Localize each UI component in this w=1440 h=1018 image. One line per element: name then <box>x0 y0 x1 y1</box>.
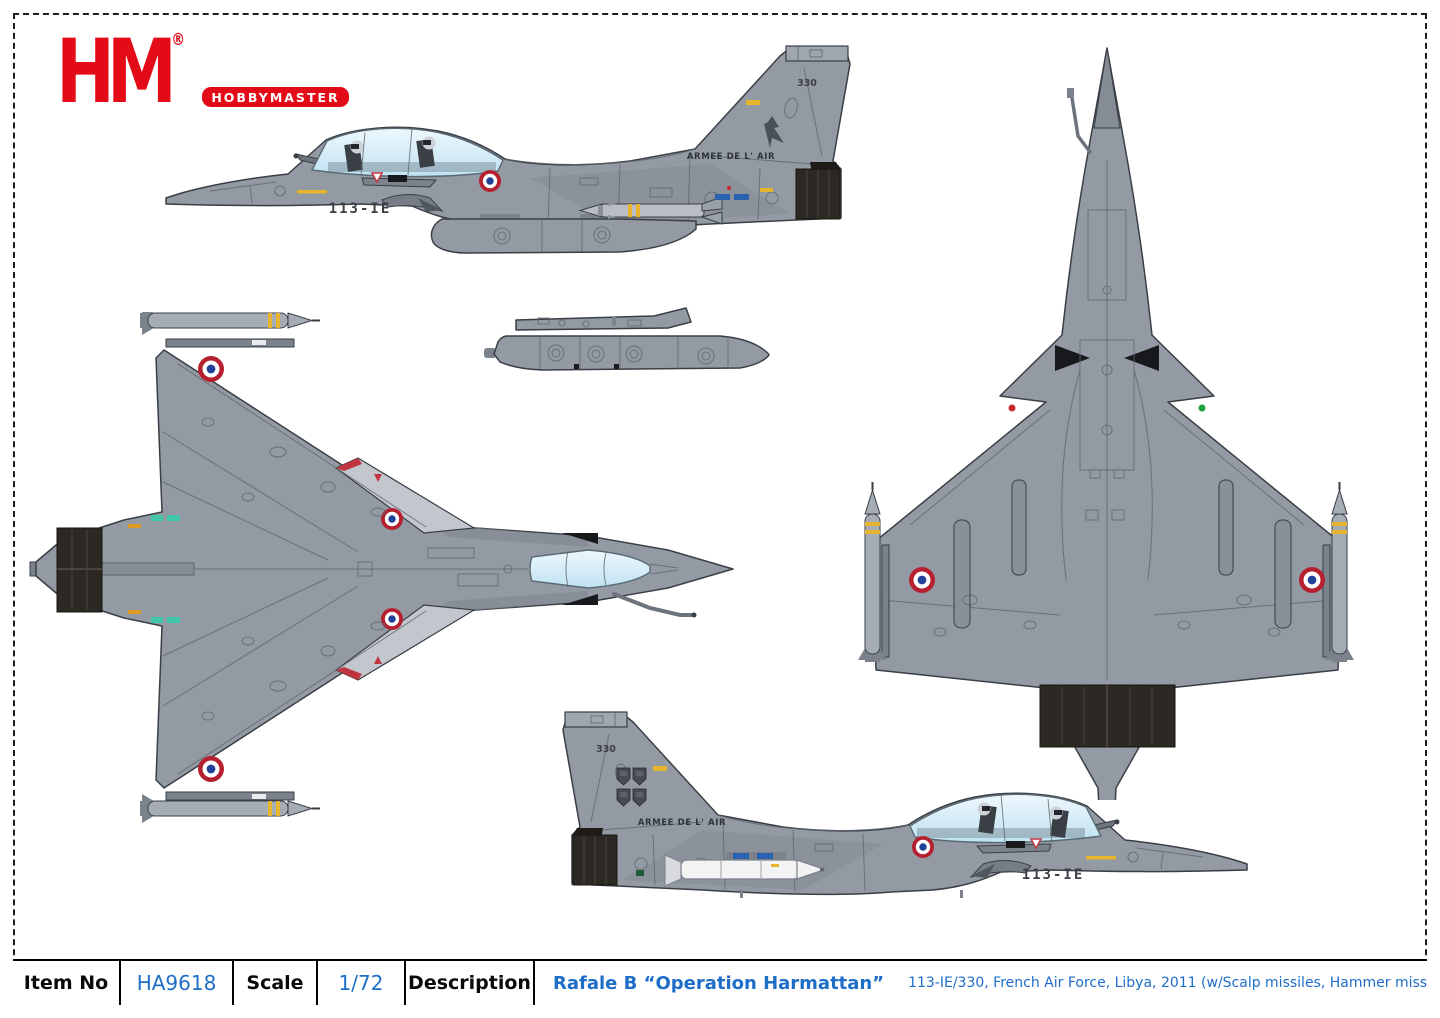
description-value: Rafale B “Operation Harmattan” 113-IE/33… <box>535 961 1427 1005</box>
hobbymaster-logo: HM® HOBBYMASTER <box>56 20 349 123</box>
description-label: Description <box>406 961 535 1005</box>
scalp-missile-view <box>484 307 770 371</box>
service-titles: ARMEE DE L' AIR <box>638 818 726 828</box>
hammer-missile <box>664 852 827 887</box>
pylon-stripe <box>715 194 730 200</box>
side-profile-right-view: 330 ARMEE DE L' AIR 113-IE <box>521 694 1266 939</box>
pylon-stripe <box>734 194 749 200</box>
logo-wordmark: HOBBYMASTER <box>202 87 349 107</box>
logo-monogram: HM® <box>56 20 185 123</box>
nav-light-green <box>1198 404 1206 412</box>
info-table: Item No HA9618 Scale 1/72 Description Ra… <box>13 959 1427 1005</box>
canopy-top <box>529 549 679 589</box>
registered-mark-icon: ® <box>171 30 185 50</box>
tail-emblem <box>764 116 784 148</box>
wing-pylon <box>953 519 971 629</box>
side-profile-left-view: 330 ARMEE DE L' AIR 113-IE <box>150 28 890 254</box>
aircraft-code: 113-IE <box>1022 867 1085 883</box>
wing-pylon <box>1274 519 1292 629</box>
scale-value: 1/72 <box>318 961 406 1005</box>
engine-exhausts <box>1039 684 1176 748</box>
aircraft-code: 113-IE <box>329 201 392 217</box>
engine-exhausts <box>56 527 103 613</box>
top-planform-view <box>29 312 734 824</box>
wing-pylon <box>1218 479 1234 576</box>
scale-label: Scale <box>234 961 318 1005</box>
gbu-12-bomb <box>578 196 723 225</box>
description-name: Rafale B “Operation Harmattan” <box>553 972 885 994</box>
formation-light <box>636 870 644 876</box>
drop-tank <box>430 214 697 254</box>
scalp-missile <box>484 307 770 371</box>
nav-light-red <box>1008 404 1016 412</box>
bottom-planform-view <box>857 47 1355 800</box>
wing-pylon <box>1011 479 1027 576</box>
refueling-probe <box>1070 96 1092 154</box>
item-no-label: Item No <box>13 961 121 1005</box>
tail-number: 330 <box>797 78 817 89</box>
item-no-value: HA9618 <box>121 961 234 1005</box>
service-titles: ARMEE DE L' AIR <box>687 152 775 162</box>
refueling-probe <box>612 592 694 617</box>
description-details: 113-IE/330, French Air Force, Libya, 201… <box>908 975 1427 991</box>
tail-number: 330 <box>596 744 616 755</box>
